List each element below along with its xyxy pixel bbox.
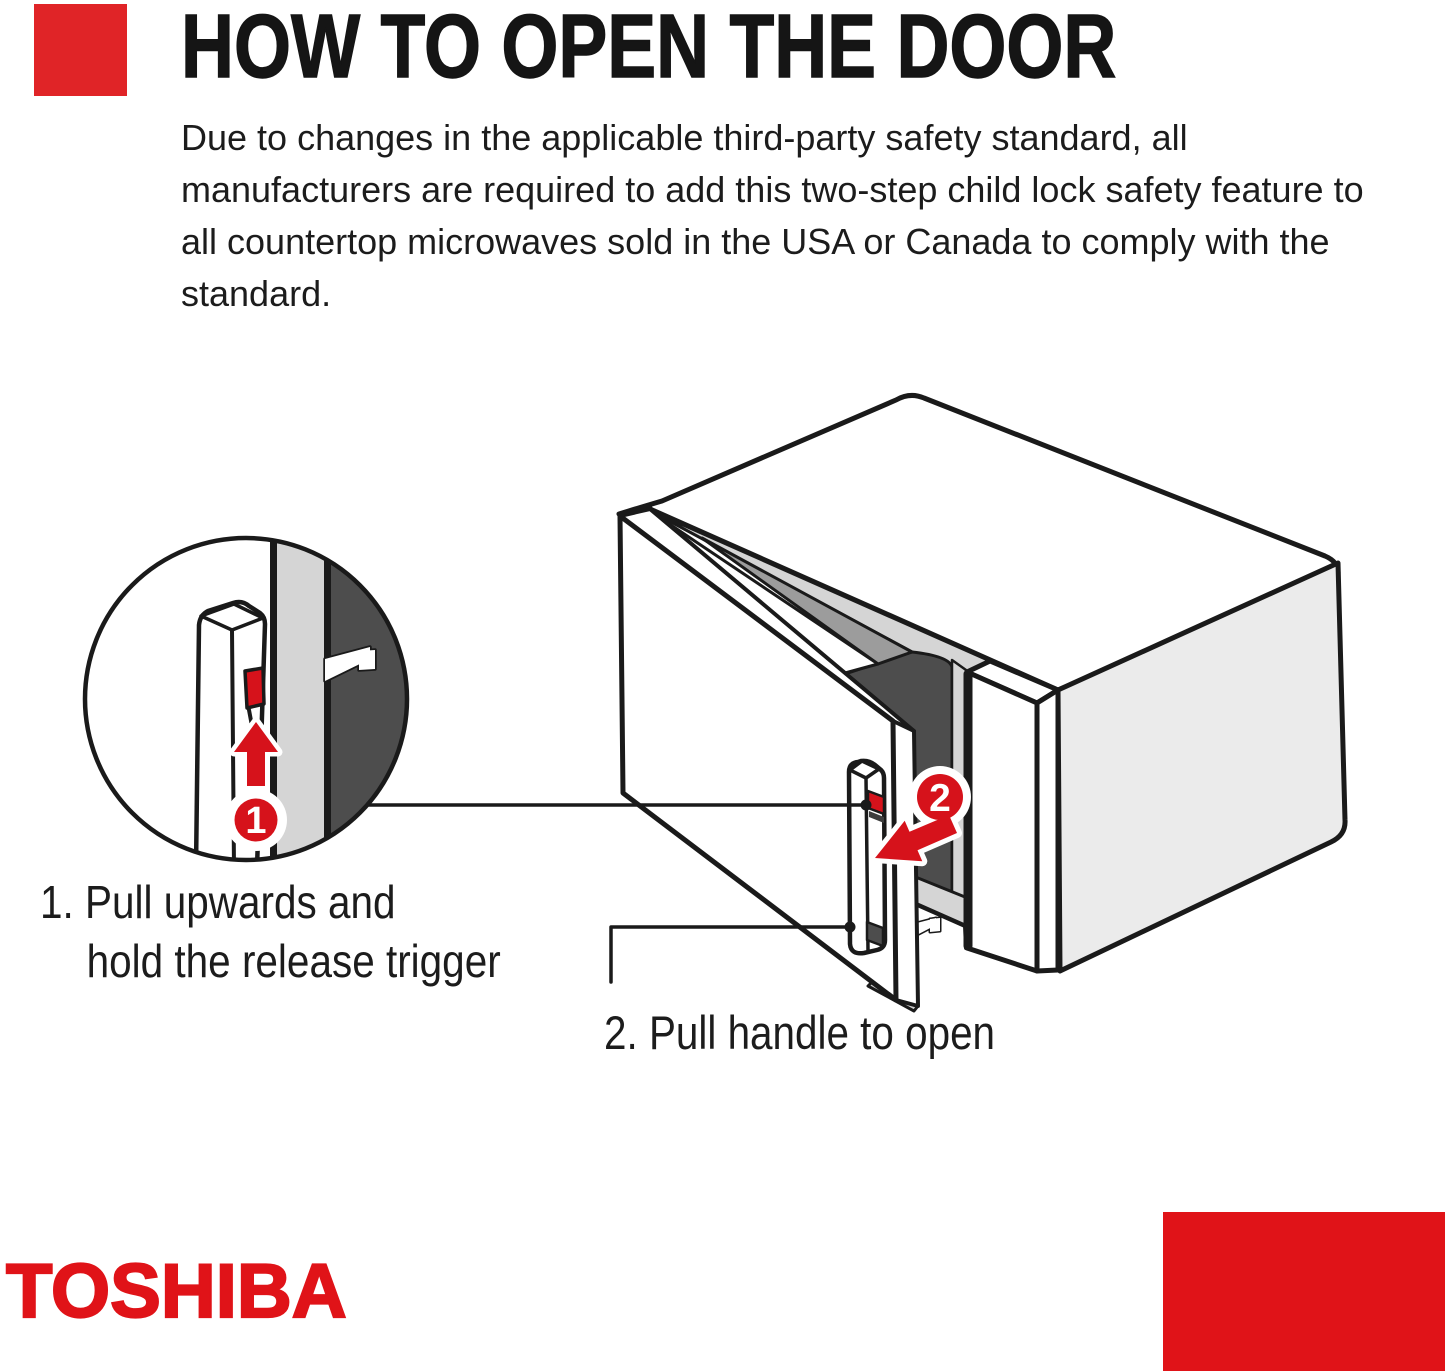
svg-text:2: 2	[929, 777, 951, 820]
svg-text:1: 1	[245, 800, 266, 842]
